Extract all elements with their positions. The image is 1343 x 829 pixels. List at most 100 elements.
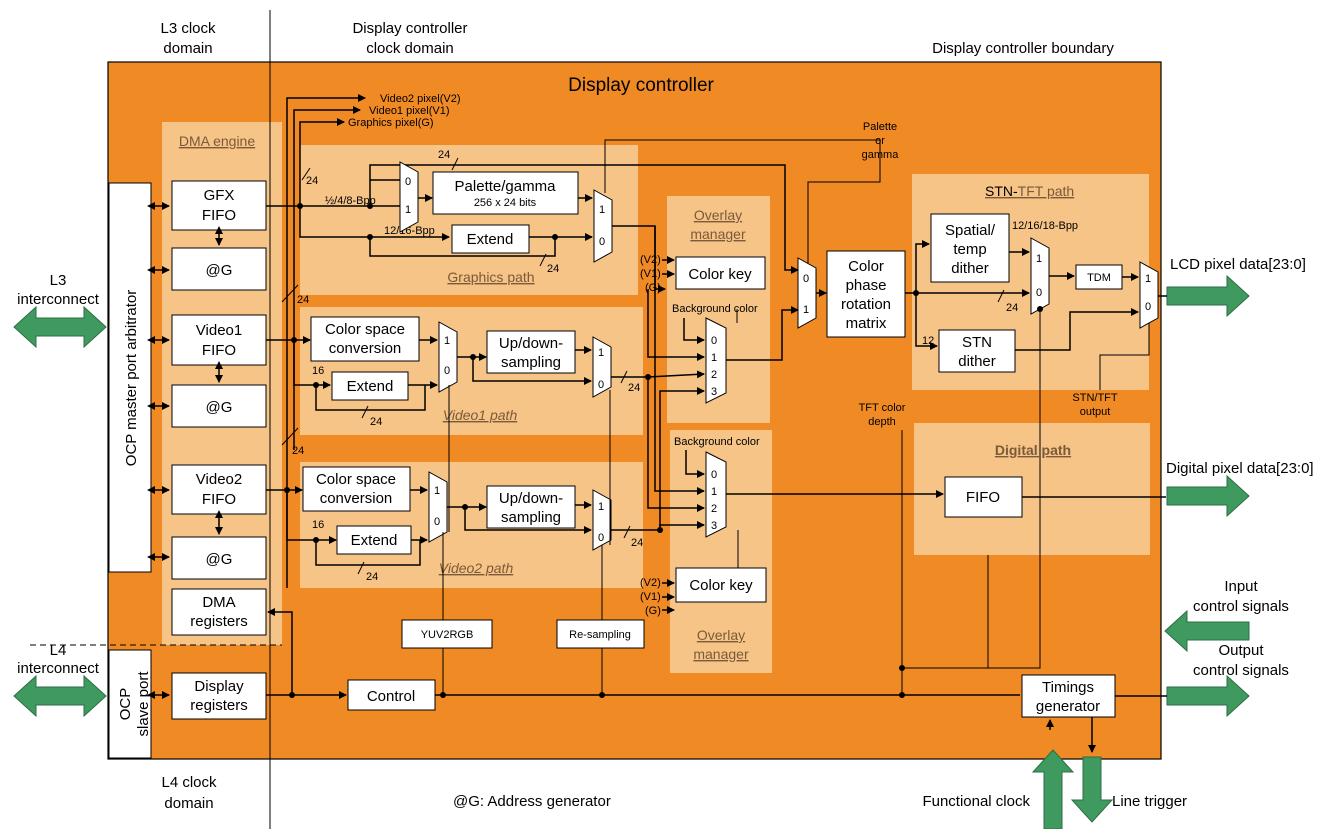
gfx-input-mux [399, 161, 419, 233]
overlay2-input-v2 [659, 521, 705, 530]
gfx-extend-bypass [369, 237, 556, 257]
extend-box-v2 [336, 525, 412, 555]
l3-interconnect-arrow [13, 305, 107, 349]
bpp-low-label: ½/4/8-Bpp [325, 195, 376, 207]
extend-label-gfx: Extend [467, 231, 514, 248]
display-registers-box [171, 672, 267, 720]
mux-input-0: 0 [434, 516, 440, 528]
overlay-v1-label-2: (V1) [640, 591, 661, 603]
bus-slash [539, 253, 547, 267]
gfx-output-mux [593, 189, 613, 263]
mux-input-1: 1 [1036, 253, 1042, 265]
bus-slash [997, 289, 1005, 303]
bus-width-label: 16 [312, 365, 324, 377]
overlay2-input-g [654, 226, 705, 495]
background-color-label-2: Background color [674, 436, 760, 448]
functional-clock-arrow [1031, 749, 1075, 829]
junction-dot [367, 234, 373, 240]
video1-csc-mux [438, 321, 458, 393]
palette-size-label: 256 x 24 bits [474, 197, 537, 209]
video1-path-label: Video1 path [443, 407, 518, 423]
lcd-pixel-data-label: LCD pixel data[23:0] [1170, 256, 1306, 273]
csc-box-2 [302, 466, 411, 512]
functional-clock-label: Functional clock [922, 793, 1030, 810]
overlay-v2-label-2: (V2) [640, 577, 661, 589]
control-box [347, 679, 436, 711]
extend-box-gfx [451, 224, 530, 254]
junction-dot [367, 203, 373, 209]
extend-box-v1 [331, 371, 409, 401]
overlay-mux-1 [705, 317, 727, 404]
mux-input-3: 3 [711, 520, 717, 532]
v2-extend-bypass [315, 540, 421, 566]
overlay-mux-1-out [726, 306, 799, 361]
csc-box-1 [310, 316, 420, 362]
overlay-g-label-2: (G) [645, 605, 661, 617]
pixel-bypass-lines [286, 94, 366, 588]
color-key-label-2: Color key [689, 577, 753, 594]
digital-pixel-data-label: Digital pixel data[23:0] [1166, 460, 1314, 477]
yuv2rgb-box [401, 619, 493, 649]
input-control-arrow [1164, 609, 1250, 653]
bus-slash [451, 157, 459, 171]
mux-input-0: 0 [711, 335, 717, 347]
mux-input-2: 2 [711, 503, 717, 515]
bus-slash [281, 427, 299, 446]
video2-path-label: Video2 path [439, 560, 514, 576]
bus-width-label: 24 [438, 149, 450, 161]
tdm-label: TDM [1087, 272, 1111, 284]
overlay-v2-label: (V2) [640, 254, 661, 266]
video2-pixel-label: Video2 pixel(V2) [380, 93, 461, 105]
bus-width-label: 12 [922, 335, 934, 347]
mux-input-0: 0 [444, 365, 450, 377]
fifo-control [902, 555, 989, 669]
bus-width-label: 24 [370, 416, 382, 428]
stn-to-mux [1015, 308, 1139, 351]
bpp-tft-label: 12/16/18-Bpp [1012, 220, 1078, 232]
bus-slash [620, 370, 628, 384]
display-controller-title: Display controller [568, 75, 714, 96]
video2-sampling-mux [592, 489, 612, 551]
overlay-mux-2 [705, 451, 727, 538]
mux-input-0: 0 [598, 379, 604, 391]
line-trigger-arrow [1070, 756, 1114, 823]
graphics-path-region [300, 145, 638, 295]
ocp-master-port [108, 182, 152, 573]
stn-tft-path-label: STN-TFT path [985, 183, 1074, 199]
color-key-label-1: Color key [688, 266, 752, 283]
bus-width-label: 24 [292, 445, 304, 457]
color-key-box-2 [675, 567, 767, 603]
overlay-v1-label: (V1) [640, 268, 661, 280]
addr-gen-label-3: @G [206, 551, 233, 568]
stn-tft-output-control [1099, 323, 1150, 390]
mux-input-1: 1 [711, 352, 717, 364]
l4-interconnect-arrow [13, 674, 107, 718]
junction-dot [1037, 306, 1043, 312]
extend-label-v1: Extend [347, 378, 394, 395]
mux-input-3: 3 [711, 386, 717, 398]
timings-generator-box [1021, 674, 1116, 718]
junction-dot [313, 382, 319, 388]
mux-input-0: 0 [599, 236, 605, 248]
bus-slash [281, 284, 299, 303]
ocp-slave-label: OCPslave port [117, 671, 152, 737]
mux-input-0: 0 [1145, 301, 1151, 313]
gfx-palette-bypass [369, 164, 799, 274]
bus-width-label: 24 [631, 537, 643, 549]
v1-sampling-bypass [472, 357, 592, 385]
graphics-pixel-label: Graphics pixel(G) [348, 117, 434, 129]
junction-dot [313, 537, 319, 543]
resampling-box [556, 619, 645, 649]
